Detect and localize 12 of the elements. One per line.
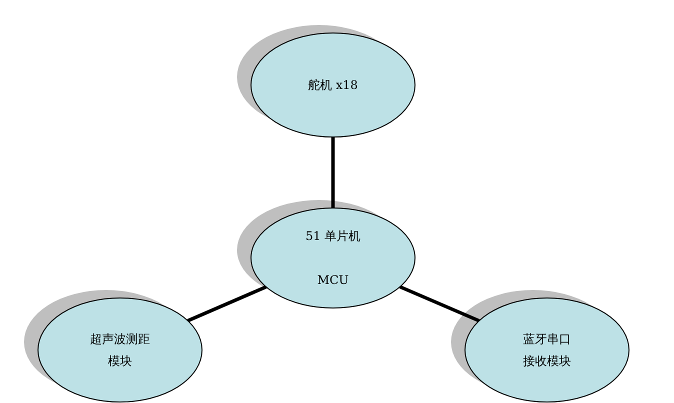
connector-line — [187, 285, 267, 322]
node-label: MCU — [317, 272, 349, 289]
connector-line — [331, 137, 335, 208]
ellipse-node — [250, 32, 416, 138]
connector-line — [399, 285, 480, 322]
node-label: 51 单片机 — [305, 228, 361, 245]
node-label: 舵机 x18 — [308, 77, 358, 93]
node-label: 超声波测距模块 — [89, 331, 151, 370]
node-label: 蓝牙串口接收模块 — [522, 331, 572, 370]
ellipse-node — [250, 207, 416, 309]
ellipse-node — [464, 297, 630, 403]
ellipse-node — [37, 297, 203, 403]
